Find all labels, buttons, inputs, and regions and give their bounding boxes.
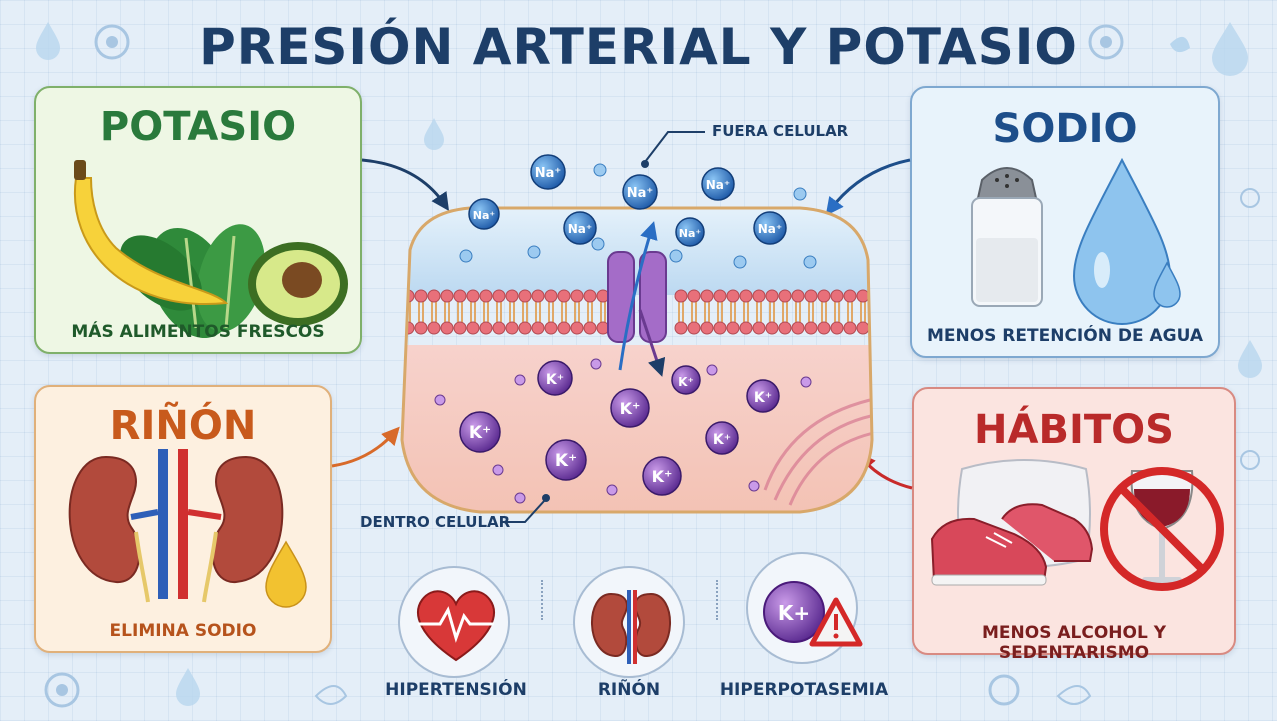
water-drop-icon	[1072, 157, 1181, 325]
sodium-ion: Na⁺	[622, 174, 658, 210]
sodio-title: SODIO	[992, 106, 1138, 152]
potasio-caption: MÁS ALIMENTOS FRESCOS	[71, 322, 325, 342]
habitos-panel: HÁBITOS MENOS ALCOHOL Y SEDENTARISMO	[912, 387, 1236, 663]
rinon-caption: ELIMINA SODIO	[109, 621, 257, 641]
potassium-ion: K⁺	[671, 365, 701, 395]
potassium-ion-label: K⁺	[678, 375, 694, 389]
small-ion	[669, 249, 683, 263]
sodium-ion-label: Na⁺	[758, 222, 782, 236]
sodium-ion-label: Na⁺	[706, 178, 730, 192]
inside-cell-label: DENTRO CELULAR	[360, 513, 511, 531]
banana-icon	[73, 160, 229, 305]
kidney-icon	[591, 590, 671, 664]
rinon-title: RIÑÓN	[109, 403, 257, 449]
small-ion	[527, 245, 541, 259]
potasio-panel: POTASIO MÁS ALIMENTOS FRESCOS	[34, 86, 362, 354]
small-ion	[706, 364, 718, 376]
sodium-ion-label: Na⁺	[627, 186, 654, 201]
no-alcohol-icon	[1100, 467, 1224, 591]
potasio-title: POTASIO	[99, 104, 297, 150]
small-ion	[606, 484, 618, 496]
small-ion	[748, 480, 760, 492]
kidneys-illustration	[68, 449, 307, 608]
small-ion	[733, 255, 747, 269]
salt-water-illustration	[971, 157, 1181, 325]
small-ion	[803, 255, 817, 269]
rinon-panel: RIÑÓN ELIMINA SODIO	[34, 385, 332, 653]
potassium-ion-label: K⁺	[652, 467, 673, 486]
ion-channel-icon	[607, 221, 667, 377]
sodio-arrow	[825, 158, 911, 216]
sodium-ion: Na⁺	[753, 211, 787, 245]
sodium-ion-label: Na⁺	[473, 209, 496, 222]
outside-cell-label: FUERA CELULAR	[712, 122, 849, 140]
sodium-ion: Na⁺	[468, 198, 500, 230]
avocado-icon	[248, 242, 348, 326]
heart-pulse-icon	[417, 590, 495, 662]
hyperkalemia-label: HIPERPOTASEMIA	[719, 680, 889, 700]
cell-outline	[400, 206, 874, 514]
potassium-ion: K⁺	[610, 388, 650, 428]
kidney-label: RIÑÓN	[597, 680, 661, 700]
potassium-ion-label: K⁺	[469, 423, 491, 443]
sodium-ion-label: Na⁺	[568, 222, 592, 236]
hypertension-label: HIPERTENSIÓN	[385, 680, 527, 700]
urine-drop-icon	[265, 540, 307, 608]
sodium-ion: Na⁺	[563, 211, 597, 245]
potassium-ion: K⁺	[705, 421, 739, 455]
blood-vessels-icon	[130, 449, 222, 603]
sodium-ion-label: Na⁺	[679, 227, 702, 240]
small-ion	[591, 237, 605, 251]
spinach-icon	[120, 224, 266, 338]
sodio-panel: SODIO MENOS RETENCIÓN DE AGUA	[910, 86, 1220, 358]
small-ion	[459, 249, 473, 263]
potassium-ion: K⁺	[642, 456, 682, 496]
kidney-icon-circle	[573, 566, 685, 678]
small-ion	[514, 492, 526, 504]
salt-shaker-icon	[971, 167, 1043, 307]
divider	[716, 580, 718, 620]
potassium-ion-label: K⁺	[713, 432, 731, 448]
sodium-ion: Na⁺	[675, 217, 705, 247]
potassium-ion: K⁺	[746, 379, 780, 413]
rinon-arrow	[331, 426, 400, 468]
hyperkalemia-icon-circle: K+	[746, 552, 863, 664]
potasio-arrow	[361, 158, 450, 211]
habits-illustration	[930, 459, 1224, 591]
sodium-ion: Na⁺	[530, 154, 566, 190]
ions-layer: Na⁺ Na⁺ Na⁺ Na⁺ Na⁺ Na⁺ Na⁺ K⁺ K⁺ K⁺ K⁺ K⁺ K⁺ K⁺ K⁺	[434, 154, 817, 504]
small-ion	[793, 187, 807, 201]
fresh-foods-illustration	[73, 160, 348, 338]
potassium-ion-label: K⁺	[546, 372, 564, 388]
small-ion	[800, 376, 812, 388]
potassium-ion-label: K⁺	[555, 451, 577, 471]
small-ion	[590, 358, 602, 370]
habitos-title: HÁBITOS	[974, 407, 1174, 453]
small-ion	[514, 374, 526, 386]
kidney-icon	[68, 455, 284, 584]
potassium-symbol: K+	[778, 601, 810, 625]
hypertension-icon-circle	[398, 566, 510, 678]
potassium-ion: K⁺	[545, 439, 587, 481]
potassium-ion: K⁺	[459, 411, 501, 453]
sodium-ion: Na⁺	[701, 167, 735, 201]
small-ion	[492, 464, 504, 476]
habitos-caption: MENOS ALCOHOL Y SEDENTARISMO	[981, 623, 1167, 663]
sodio-caption: MENOS RETENCIÓN DE AGUA	[926, 326, 1204, 346]
page-title: PRESIÓN ARTERIAL Y POTASIO	[199, 18, 1078, 76]
potassium-ion: K⁺	[537, 360, 573, 396]
potassium-ion-label: K⁺	[620, 399, 641, 418]
potassium-warning-icon: K+	[763, 581, 863, 647]
sneakers-icon	[930, 503, 1094, 586]
small-ion	[593, 163, 607, 177]
divider	[541, 580, 543, 620]
potassium-ion-label: K⁺	[754, 390, 772, 406]
small-ion	[434, 394, 446, 406]
sodium-ion-label: Na⁺	[535, 166, 562, 181]
